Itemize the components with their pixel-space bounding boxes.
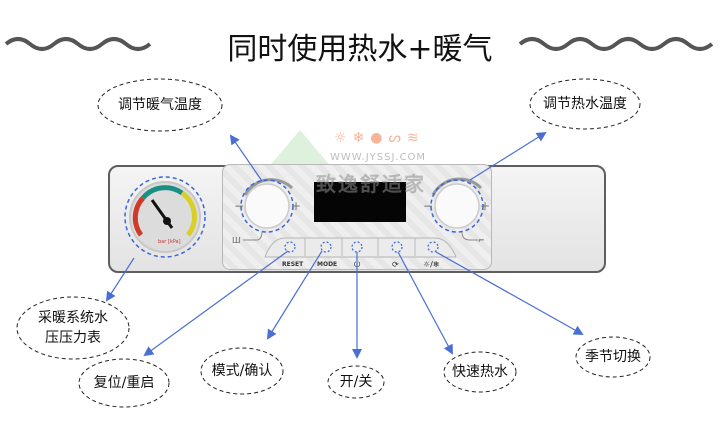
- arrow-heating-temp: [229, 134, 263, 182]
- arrow-pressure-gauge: [105, 257, 135, 302]
- wifi-icon: ≋: [407, 130, 425, 146]
- radiator-icon: Ш: [232, 236, 241, 245]
- watermark-brand: 致逸舒适家: [316, 172, 426, 196]
- arrow-hot-water-temp: [469, 131, 547, 181]
- callout-heating-temp: [97, 78, 223, 132]
- reset-label: RESET: [282, 261, 304, 268]
- snowflake-icon: ❄: [352, 130, 371, 146]
- callout-season-label: 季节切换: [585, 349, 641, 365]
- fan-icon: ᔕ: [388, 130, 407, 146]
- callout-mode-label: 模式/确认: [211, 363, 273, 379]
- heating-minus: −: [234, 199, 244, 213]
- arrow-quick-hot-water: [397, 251, 453, 355]
- callout-hot-water-temp: [529, 78, 641, 130]
- callout-quick-hot-water-label: 快速热水: [452, 364, 508, 380]
- callout-pressure-gauge: [16, 296, 130, 360]
- arrow-season: [435, 251, 584, 335]
- callout-mode: [200, 347, 284, 395]
- callout-hot-water-temp-label: 调节热水温度: [543, 96, 627, 112]
- mode-label: MODE: [317, 261, 337, 268]
- hot-water-knob[interactable]: − + ⌐: [423, 177, 490, 245]
- heating-plus: +: [291, 199, 301, 213]
- callout-reset: [78, 358, 170, 408]
- tap-icon: ⌐: [478, 236, 485, 245]
- hot-water-minus: −: [423, 199, 433, 213]
- arrow-reset: [143, 250, 289, 357]
- arrow-mode: [266, 250, 323, 340]
- callout-power: [327, 365, 385, 399]
- button-strip: [264, 237, 457, 258]
- gauge-highlight: [124, 176, 206, 258]
- gauge-yellow-zone: [180, 190, 197, 237]
- season-icon: ☼/❄: [423, 260, 440, 269]
- callout-quick-hot-water: [443, 351, 517, 393]
- pressure-gauge: bar [kPa]: [124, 176, 206, 258]
- season-button[interactable]: [427, 241, 439, 253]
- hot-water-plus: +: [480, 199, 490, 213]
- title-bar: 同时使用热水+暖气: [0, 20, 720, 67]
- callout-pressure-gauge-label-2: 压压力表: [45, 330, 101, 346]
- mode-button[interactable]: [320, 241, 332, 253]
- gauge-red-zone: [132, 196, 145, 237]
- callout-season: [575, 336, 651, 378]
- wave-decoration-left: [4, 37, 152, 51]
- sun-icon: ☼: [334, 130, 353, 146]
- callout-reset-label: 复位/重启: [93, 375, 155, 391]
- display-screen: [314, 182, 406, 222]
- gauge-unit-label: bar [kPa]: [158, 239, 181, 245]
- quick-hot-water-icon: ⟳: [392, 260, 399, 269]
- heating-knob[interactable]: − + Ш: [232, 178, 301, 245]
- power-button[interactable]: [351, 241, 363, 253]
- reset-button[interactable]: [284, 241, 296, 253]
- callout-power-label: 开/关: [339, 374, 373, 390]
- quick-hot-water-button[interactable]: [391, 241, 403, 253]
- gauge-green-zone: [141, 185, 184, 200]
- callout-pressure-gauge-label-1: 采暖系统水: [38, 310, 108, 326]
- droplet-icon: ●: [370, 130, 389, 146]
- page-title: 同时使用热水+暖气: [227, 32, 493, 67]
- wave-decoration-right: [518, 37, 714, 51]
- watermark-url: WWW.JYSSJ.COM: [330, 152, 427, 163]
- callout-heating-temp-label: 调节暖气温度: [118, 97, 202, 113]
- watermark-icons: ☼❄●ᔕ≋: [334, 130, 425, 146]
